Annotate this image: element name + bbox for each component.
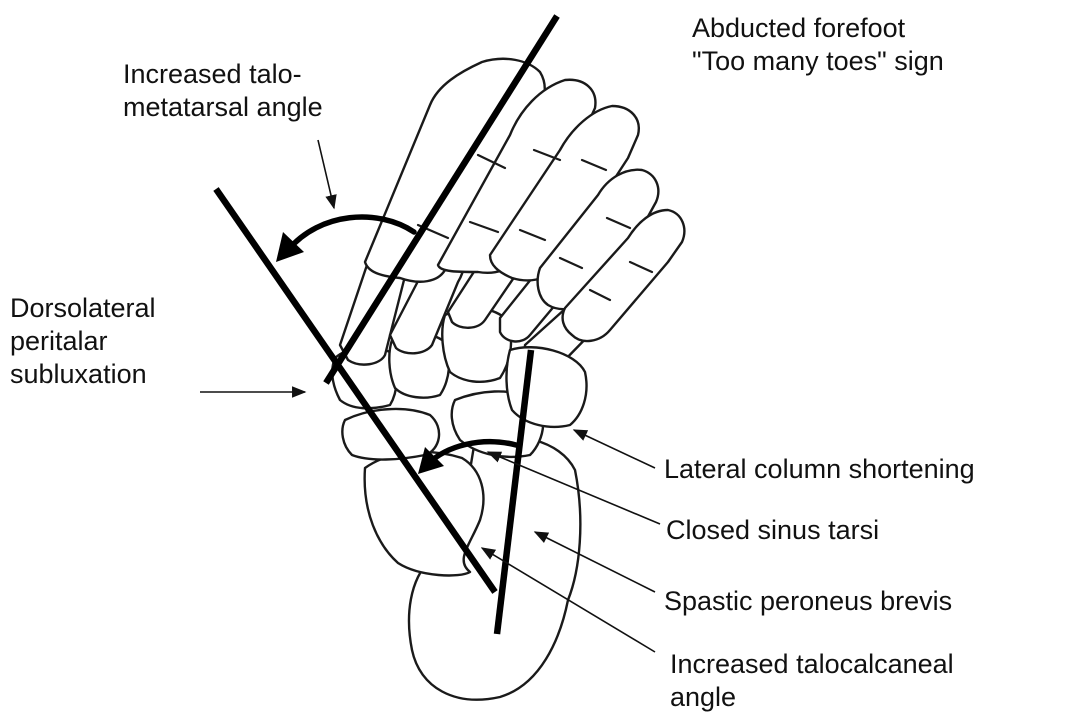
peroneus-label: Spastic peroneus brevis: [664, 585, 952, 618]
talocalcaneal-line2: angle: [670, 681, 954, 714]
too-many-toes-line2: "Too many toes" sign: [692, 45, 944, 78]
talocalcaneal-line1: Increased talocalcaneal: [670, 648, 954, 681]
dorsolateral-line3: subluxation: [10, 358, 156, 391]
fifth-metatarsal-base-bone: [506, 347, 586, 427]
foot-skeleton: [332, 59, 684, 700]
lateral-column-pointer-arrow: [574, 430, 655, 468]
abducted-forefoot-label: Abducted forefoot "Too many toes" sign: [692, 12, 944, 78]
lateral-column-label: Lateral column shortening: [664, 453, 975, 486]
talo-metatarsal-line2: metatarsal angle: [123, 91, 323, 124]
dorsolateral-line1: Dorsolateral: [10, 292, 156, 325]
sinus-tarsi-label: Closed sinus tarsi: [666, 514, 879, 547]
dorsolateral-label: Dorsolateral peritalar subluxation: [10, 292, 156, 391]
talo-metatarsal-line1: Increased talo-: [123, 58, 323, 91]
abducted-forefoot-line1: Abducted forefoot: [692, 12, 944, 45]
talocalcaneal-label: Increased talocalcaneal angle: [670, 648, 954, 714]
dorsolateral-line2: peritalar: [10, 325, 156, 358]
talo-metatarsal-label: Increased talo- metatarsal angle: [123, 58, 323, 124]
talo-meta-pointer-arrow: [318, 140, 334, 208]
